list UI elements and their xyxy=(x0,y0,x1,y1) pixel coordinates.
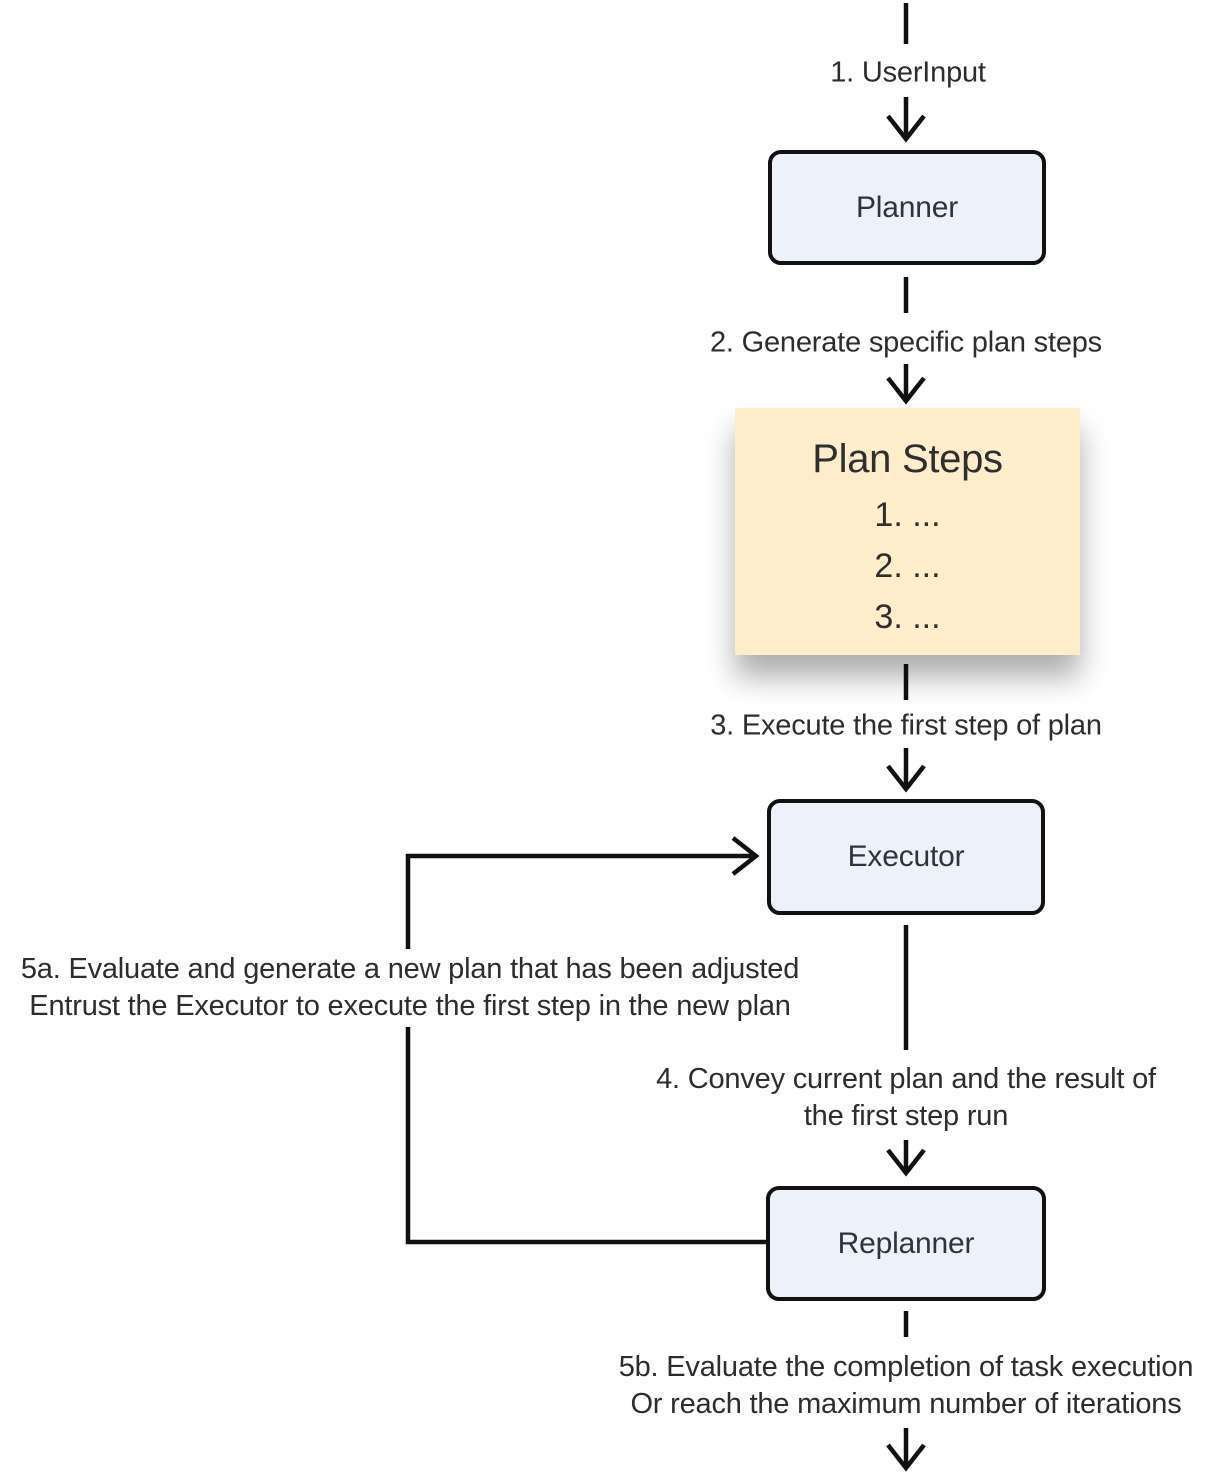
plan-steps-items: 1. ... 2. ... 3. ... xyxy=(874,490,940,643)
edge-label-replan-loop-line2: Entrust the Executor to execute the firs… xyxy=(29,990,791,1022)
edge-label-generate-plan: 2. Generate specific plan steps xyxy=(710,326,1102,359)
edge-label-completion-line2: Or reach the maximum number of iteration… xyxy=(630,1388,1182,1420)
edge-arrow-planner-plansteps xyxy=(886,364,926,405)
plan-steps-title: Plan Steps xyxy=(812,437,1003,481)
node-executor-label: Executor xyxy=(847,840,965,873)
plan-step-item: 1. ... xyxy=(874,496,941,534)
edge-arrow-into-replanner xyxy=(886,1140,926,1177)
edge-loop-replanner-executor xyxy=(405,836,766,1245)
edge-label-execute-first-step: 3. Execute the first step of plan xyxy=(710,709,1102,742)
edge-label-userinput: 1. UserInput xyxy=(830,56,986,89)
node-executor: Executor xyxy=(767,799,1045,915)
edge-arrow-plansteps-executor xyxy=(886,748,926,793)
edge-label-convey-result: 4. Convey current plan and the result of… xyxy=(656,1061,1156,1135)
edge-arrow-final-output xyxy=(886,1428,926,1472)
edge-label-completion-line1: 5b. Evaluate the completion of task exec… xyxy=(618,1351,1194,1383)
edge-label-replan-loop-line1: 5a. Evaluate and generate a new plan tha… xyxy=(20,953,800,985)
node-planner-label: Planner xyxy=(855,190,958,224)
edge-label-replan-loop: 5a. Evaluate and generate a new plan tha… xyxy=(14,949,806,1027)
node-planner: Planner xyxy=(768,150,1046,265)
edge-label-convey-result-line2: the first step run xyxy=(803,1100,1009,1132)
plan-step-item: 3. ... xyxy=(874,598,941,636)
edge-arrow-userinput-planner xyxy=(886,97,926,143)
edge-label-convey-result-line1: 4. Convey current plan and the result of xyxy=(656,1063,1156,1095)
node-plan-steps: Plan Steps 1. ... 2. ... 3. ... xyxy=(735,408,1080,655)
node-replanner: Replanner xyxy=(766,1186,1046,1301)
plan-step-item: 2. ... xyxy=(874,547,941,585)
node-replanner-label: Replanner xyxy=(837,1226,975,1260)
edge-label-completion: 5b. Evaluate the completion of task exec… xyxy=(619,1349,1194,1423)
